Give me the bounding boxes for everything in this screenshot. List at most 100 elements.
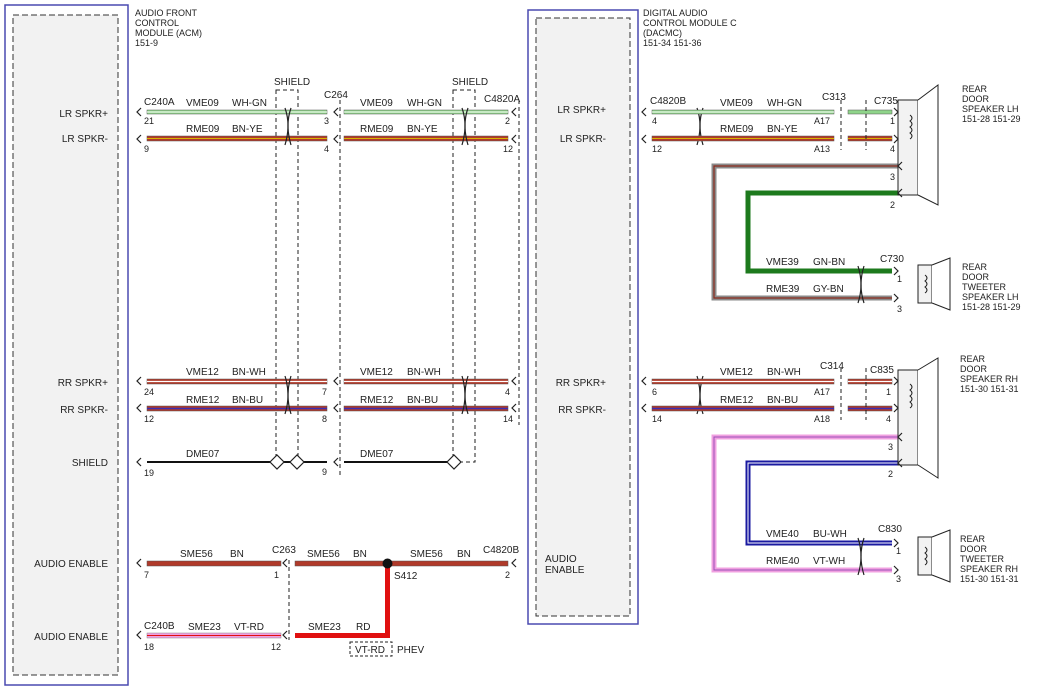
svg-text:(DACMC): (DACMC) <box>643 28 682 38</box>
svg-text:2: 2 <box>888 469 893 479</box>
svg-text:BN-YE: BN-YE <box>232 124 263 135</box>
lh-right-labels: C4820B VME09 WH-GN C313 C735 RME09 BN-YE… <box>650 92 904 314</box>
svg-text:WH-GN: WH-GN <box>407 98 442 109</box>
upper-wire-labels: C240A VME09 WH-GN C264 VME09 WH-GN C4820… <box>144 90 520 154</box>
shield-drain-diamonds <box>269 454 462 470</box>
svg-text:RR SPKR-: RR SPKR- <box>558 405 606 416</box>
svg-text:1: 1 <box>890 116 895 126</box>
svg-text:ENABLE: ENABLE <box>545 565 585 576</box>
svg-text:12: 12 <box>144 414 154 424</box>
rh-tweeter-label: REAR DOOR TWEETER SPEAKER RH 151-30 151-… <box>960 534 1019 584</box>
svg-text:VT-RD: VT-RD <box>355 645 385 656</box>
acm-module <box>4 4 129 686</box>
svg-text:BN-BU: BN-BU <box>407 395 438 406</box>
svg-text:SPEAKER RH: SPEAKER RH <box>960 564 1018 574</box>
svg-text:A18: A18 <box>814 414 830 424</box>
svg-text:SHIELD: SHIELD <box>274 77 310 88</box>
svg-text:DME07: DME07 <box>186 449 220 460</box>
svg-text:C730: C730 <box>880 254 904 265</box>
acm-name: AUDIO FRONT CONTROL MODULE (ACM) 151-9 <box>135 8 202 48</box>
middle-arrows <box>136 376 517 467</box>
svg-text:3: 3 <box>896 574 901 584</box>
svg-text:BN-BU: BN-BU <box>767 395 798 406</box>
svg-text:RD: RD <box>356 622 370 633</box>
svg-text:REAR: REAR <box>960 534 986 544</box>
svg-text:24: 24 <box>144 387 154 397</box>
svg-text:C240A: C240A <box>144 97 175 108</box>
svg-text:3: 3 <box>897 304 902 314</box>
svg-text:C835: C835 <box>870 365 894 376</box>
svg-text:BN: BN <box>353 549 367 560</box>
pin-lr-spkr-plus: LR SPKR+ <box>59 109 108 120</box>
svg-text:WH-GN: WH-GN <box>767 98 802 109</box>
svg-text:BN-YE: BN-YE <box>407 124 438 135</box>
svg-text:SPEAKER LH: SPEAKER LH <box>962 292 1019 302</box>
wire-vme12-right <box>651 378 893 385</box>
svg-text:7: 7 <box>144 570 149 580</box>
svg-text:2: 2 <box>890 200 895 210</box>
svg-text:SME56: SME56 <box>410 549 443 560</box>
svg-text:REAR: REAR <box>960 354 986 364</box>
svg-text:RME40: RME40 <box>766 556 800 567</box>
svg-text:C4820A: C4820A <box>484 94 520 105</box>
svg-text:GN-BN: GN-BN <box>813 257 845 268</box>
svg-text:SME23: SME23 <box>188 622 221 633</box>
svg-text:C263: C263 <box>272 545 296 556</box>
svg-text:TWEETER: TWEETER <box>960 554 1004 564</box>
svg-text:RME09: RME09 <box>186 124 220 135</box>
svg-text:DOOR: DOOR <box>962 94 990 104</box>
svg-text:6: 6 <box>652 387 657 397</box>
svg-text:A13: A13 <box>814 144 830 154</box>
svg-text:C264: C264 <box>324 90 348 101</box>
svg-text:VME39: VME39 <box>766 257 799 268</box>
svg-text:A17: A17 <box>814 387 830 397</box>
svg-text:3: 3 <box>890 172 895 182</box>
svg-text:BN: BN <box>457 549 471 560</box>
pin-rr-spkr-minus: RR SPKR- <box>60 405 108 416</box>
svg-text:RME09: RME09 <box>720 124 754 135</box>
svg-text:SME56: SME56 <box>180 549 213 560</box>
svg-text:BU-WH: BU-WH <box>813 529 847 540</box>
svg-text:151-9: 151-9 <box>135 38 158 48</box>
svg-text:151-30 151-31: 151-30 151-31 <box>960 384 1019 394</box>
svg-text:C735: C735 <box>874 96 898 107</box>
svg-text:C4820B: C4820B <box>483 545 519 556</box>
lh-tweeter-icon <box>917 257 951 311</box>
svg-text:RME39: RME39 <box>766 284 800 295</box>
svg-text:151-30 151-31: 151-30 151-31 <box>960 574 1019 584</box>
vme39-green-loop <box>745 190 898 274</box>
svg-text:4: 4 <box>890 144 895 154</box>
svg-text:REAR: REAR <box>962 262 988 272</box>
svg-text:SPEAKER RH: SPEAKER RH <box>960 374 1018 384</box>
svg-text:12: 12 <box>271 642 281 652</box>
svg-text:19: 19 <box>144 468 154 478</box>
wire-vme09 <box>146 109 509 115</box>
svg-text:C314: C314 <box>820 361 844 372</box>
lh-right-arrows <box>641 107 903 303</box>
svg-text:7: 7 <box>322 387 327 397</box>
svg-text:TWEETER: TWEETER <box>962 282 1006 292</box>
svg-text:RME09: RME09 <box>360 124 394 135</box>
rh-right-labels: VME12 BN-WH C314 C835 RME12 BN-BU 6 14 A… <box>652 361 902 584</box>
svg-text:SME23: SME23 <box>308 622 341 633</box>
svg-text:C830: C830 <box>878 524 902 535</box>
svg-text:9: 9 <box>322 467 327 477</box>
twist-marks-rh-tweeter <box>857 537 865 576</box>
svg-text:VT-WH: VT-WH <box>813 556 845 567</box>
svg-text:BN: BN <box>230 549 244 560</box>
phev-box <box>349 641 393 657</box>
svg-text:14: 14 <box>652 414 662 424</box>
svg-text:VT-RD: VT-RD <box>234 622 264 633</box>
pin-lr-spkr-minus: LR SPKR- <box>62 134 108 145</box>
svg-text:BN-WH: BN-WH <box>407 367 441 378</box>
svg-text:1: 1 <box>896 546 901 556</box>
svg-text:4: 4 <box>505 387 510 397</box>
svg-text:2: 2 <box>505 570 510 580</box>
middle-wire-labels: VME12 BN-WH VME12 BN-WH RME12 BN-BU RME1… <box>144 367 513 478</box>
svg-text:1: 1 <box>274 570 279 580</box>
svg-text:12: 12 <box>652 144 662 154</box>
svg-text:S412: S412 <box>394 571 418 582</box>
svg-text:VME09: VME09 <box>360 98 393 109</box>
svg-text:DOOR: DOOR <box>960 544 988 554</box>
